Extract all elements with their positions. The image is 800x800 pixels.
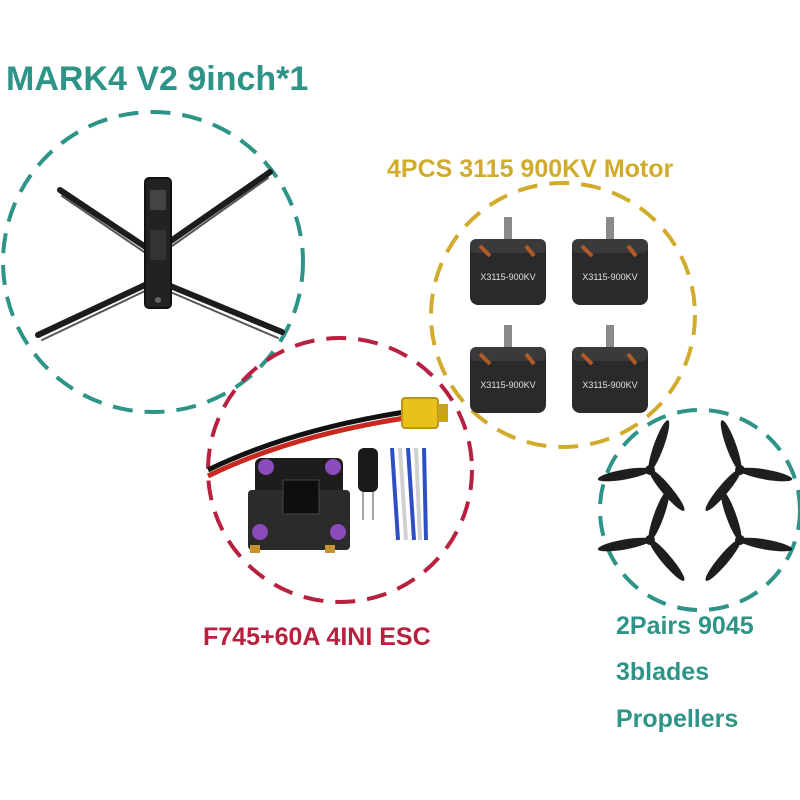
propeller xyxy=(705,490,793,581)
propeller xyxy=(597,420,685,511)
motor-model-label: X3115-900KV xyxy=(480,380,535,390)
motor-circle xyxy=(429,181,697,449)
motor-title: 4PCS 3115 900KV Motor xyxy=(387,155,674,183)
carbon-frame xyxy=(35,169,285,341)
prop-circle xyxy=(598,408,800,612)
fc-stack xyxy=(206,397,448,553)
frame-title: MARK4 V2 9inch*1 xyxy=(6,60,309,98)
ribbon-cables xyxy=(390,447,428,541)
motor: X3115-900KV xyxy=(572,325,648,413)
motor: X3115-900KV xyxy=(470,217,546,305)
motors-group: X3115-900KV X3115-900KV X3115-900KV X311… xyxy=(470,217,648,413)
propeller xyxy=(597,490,685,581)
propeller-title-line: 3blades xyxy=(616,658,710,686)
capacitor xyxy=(358,448,378,492)
motor-model-label: X3115-900KV xyxy=(480,272,535,282)
motor: X3115-900KV xyxy=(572,217,648,305)
propeller-title-line: 2Pairs 9045 xyxy=(616,612,754,640)
propeller-title-line: Propellers xyxy=(616,705,739,733)
frame-circle xyxy=(1,110,305,414)
motor: X3115-900KV xyxy=(470,325,546,413)
fc-esc-title: F745+60A 4INI ESC xyxy=(203,623,431,651)
xt60-connector xyxy=(401,397,439,429)
motor-model-label: X3115-900KV xyxy=(582,272,637,282)
fc-circle xyxy=(206,336,474,604)
propellers-group xyxy=(597,420,793,581)
motor-model-label: X3115-900KV xyxy=(582,380,637,390)
propeller xyxy=(705,420,793,511)
